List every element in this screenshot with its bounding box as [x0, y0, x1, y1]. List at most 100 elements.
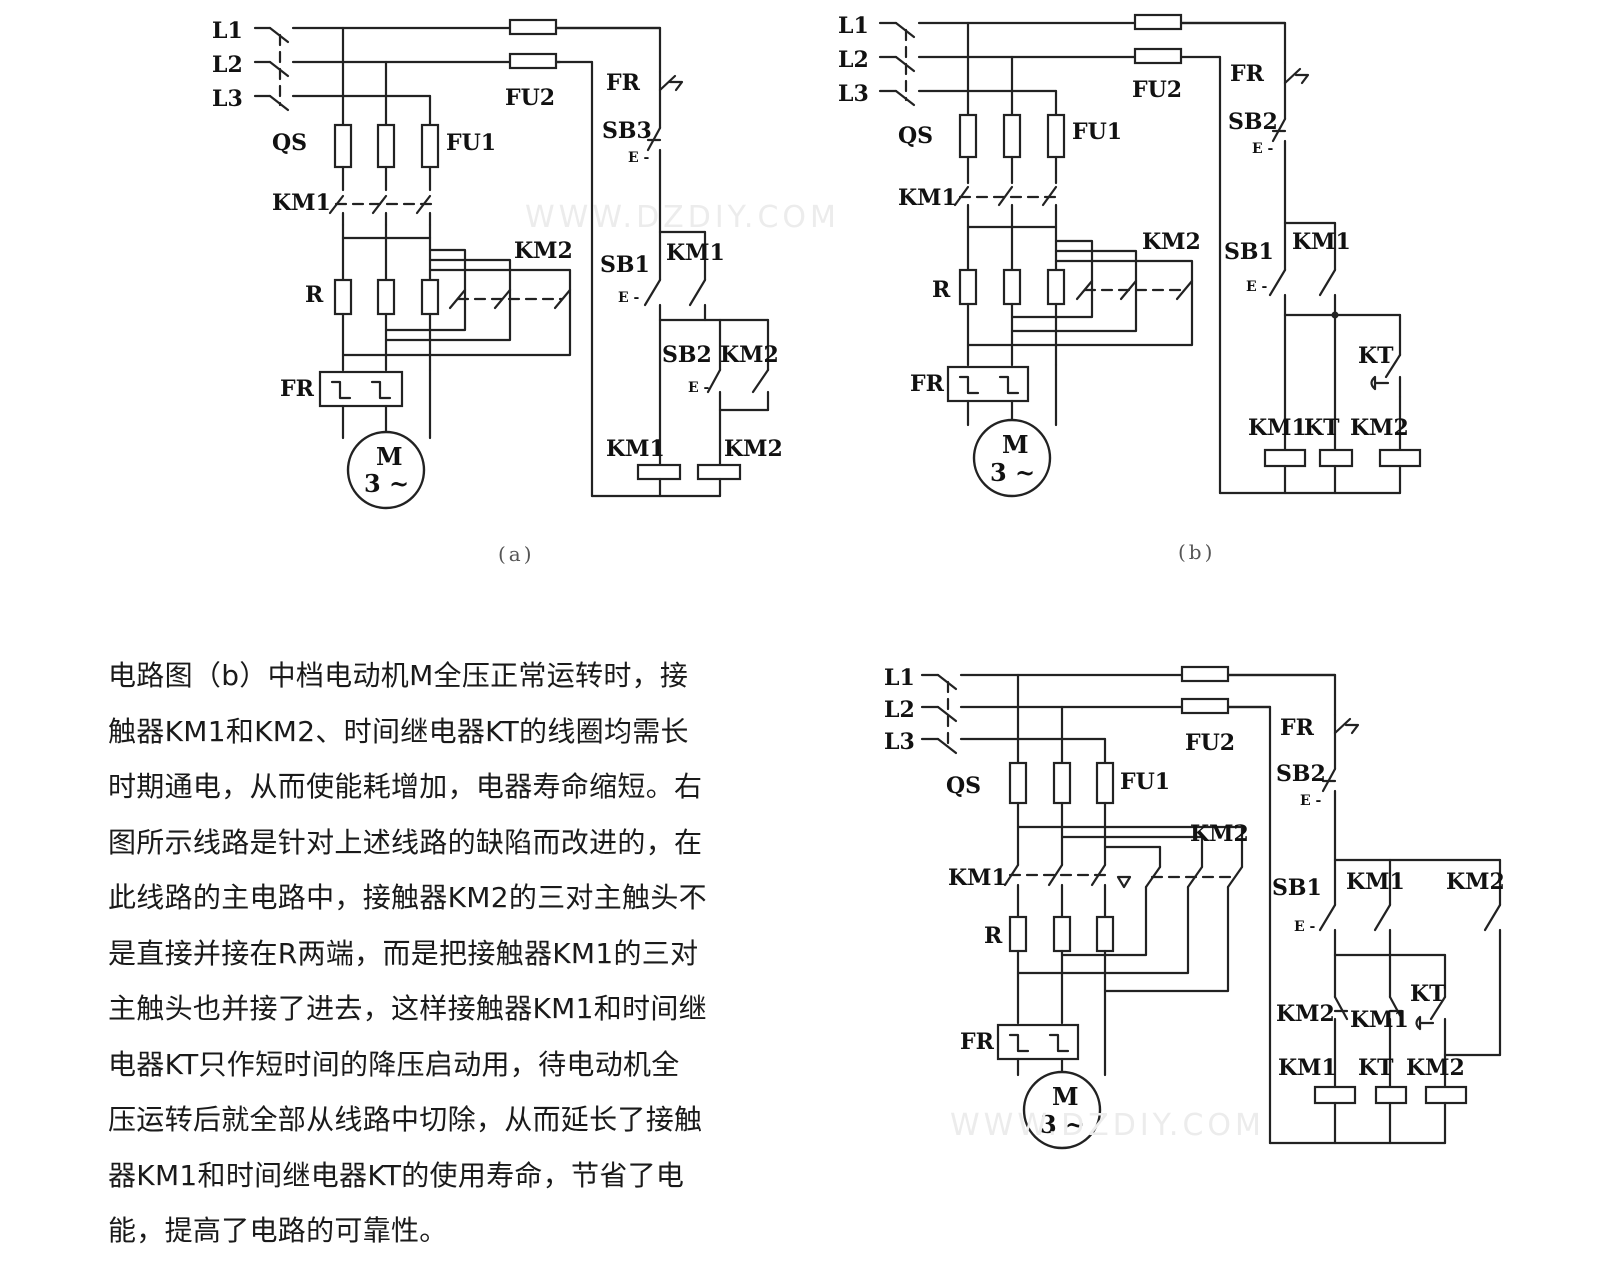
label-fr-ctrl: FR	[1230, 61, 1265, 87]
km2-main-contacts	[341, 248, 572, 357]
label-kt-contact: KT	[1358, 343, 1394, 369]
label-km1-nc: KM1	[1350, 1007, 1409, 1033]
label-km1-main: KM1	[898, 185, 957, 211]
motor-m	[1022, 1070, 1102, 1150]
label-sb1: SB1	[600, 252, 650, 278]
paragraph-line: 图所示线路是针对上述线路的缺陷而改进的，在	[108, 825, 703, 859]
label-fr-main: FR	[960, 1029, 995, 1055]
paragraph-line: 是直接并接在R两端，而是把接触器KM1的三对	[108, 936, 699, 970]
label-e1: E -	[1300, 793, 1322, 809]
control-circuit	[590, 26, 770, 498]
label-sb1: SB1	[1224, 239, 1274, 265]
label-km1-coil: KM1	[606, 436, 665, 462]
paragraph-line: 主触头也并接了进去，这样接触器KM1和时间继	[108, 992, 707, 1025]
label-sb3: SB3	[602, 118, 652, 144]
phase-wires	[341, 26, 432, 127]
thermal-relay-fr	[318, 368, 432, 440]
label-fu1: FU1	[446, 130, 496, 156]
label-fr-ctrl: FR	[1280, 715, 1315, 741]
km1-main-contacts	[1003, 863, 1132, 919]
control-circuit	[1218, 21, 1422, 495]
label-e2: E -	[618, 290, 640, 306]
label-l2: L2	[212, 52, 243, 78]
paragraph-line: 器KM1和时间继电器KT的使用寿命，节省了电	[108, 1158, 685, 1192]
label-km1-coil: KM1	[1278, 1055, 1337, 1081]
label-l2: L2	[884, 697, 915, 723]
thermal-relay-fr	[946, 363, 1058, 427]
resistors-r	[958, 225, 1066, 367]
label-km1-aux: KM1	[666, 240, 725, 266]
label-motor-m: M	[376, 442, 403, 471]
fuse-fu1	[958, 113, 1066, 185]
thermal-relay-fr	[996, 1023, 1080, 1077]
km1-main-contacts	[328, 194, 437, 240]
label-fr-ctrl: FR	[606, 70, 641, 96]
resistors-r	[333, 236, 440, 372]
paragraph-line: 压运转后就全部从线路中切除，从而延长了接触	[108, 1103, 703, 1136]
label-r: R	[305, 282, 324, 308]
label-kt-coil: KT	[1304, 415, 1340, 441]
label-qs: QS	[272, 130, 307, 156]
label-km2-coil: KM2	[1350, 415, 1409, 441]
caption-a: (a)	[498, 542, 535, 566]
label-sb2: SB2	[662, 342, 712, 368]
fuse-fu2	[1180, 665, 1230, 715]
paragraph-line: 时期通电，从而使能耗增加，电器寿命缩短。右	[108, 770, 703, 803]
fuse-fu1	[333, 123, 440, 192]
label-l1: L1	[838, 13, 869, 39]
fuse-fu2	[1133, 13, 1287, 65]
label-motor-3: 3 ~	[1040, 1110, 1085, 1139]
caption-b: (b)	[1178, 540, 1216, 564]
label-km1-aux: KM1	[1346, 869, 1405, 895]
fuse-fu1	[1008, 761, 1115, 867]
supply-lines	[920, 673, 1337, 755]
label-e1: E -	[1252, 141, 1274, 157]
label-r: R	[932, 277, 951, 303]
circuit-diagram-a: L1 L2 L3 QS FU1 FU2 KM1 R KM2 FR M 3 ~ F…	[212, 18, 783, 510]
label-sb1: SB1	[1272, 875, 1322, 901]
motor-m	[972, 418, 1052, 498]
label-km1-aux: KM1	[1292, 229, 1351, 255]
label-km2-aux: KM2	[1446, 869, 1505, 895]
label-e2: E -	[1294, 919, 1316, 935]
label-fu2: FU2	[1132, 77, 1182, 103]
label-fu2: FU2	[505, 85, 555, 111]
label-motor-m: M	[1052, 1082, 1079, 1111]
label-fr-main: FR	[910, 371, 945, 397]
label-e1: E -	[628, 150, 650, 166]
label-km2-coil: KM2	[724, 436, 783, 462]
label-km1-main: KM1	[272, 190, 331, 216]
watermark: WWW.DZDIY.COM	[950, 1108, 1265, 1143]
label-sb2: SB2	[1276, 761, 1326, 787]
label-r: R	[984, 923, 1003, 949]
label-l3: L3	[212, 86, 243, 112]
label-km2-main: KM2	[1190, 821, 1249, 847]
supply-lines	[253, 26, 662, 112]
fuse-fu2	[508, 18, 662, 70]
label-fu2: FU2	[1185, 730, 1235, 756]
km2-main-contacts	[966, 239, 1194, 347]
label-l3: L3	[838, 81, 869, 107]
label-km2-main: KM2	[1142, 229, 1201, 255]
label-kt-contact: KT	[1410, 981, 1446, 1007]
resistors-r	[1008, 915, 1115, 1077]
label-motor-3: 3 ~	[364, 469, 409, 498]
circuit-diagram-b: L1 L2 L3 QS FU1 FU2 KM1 R KM2 FR M 3 ~ F…	[838, 13, 1422, 498]
label-qs: QS	[946, 773, 981, 799]
label-motor-m: M	[1002, 430, 1029, 459]
label-l3: L3	[884, 729, 915, 755]
km1-main-contacts	[953, 185, 1064, 229]
explanation-paragraph: 电路图（b）中档电动机M全压正常运转时，接 触器KM1和KM2、时间继电器KT的…	[108, 648, 838, 1259]
label-l1: L1	[212, 18, 243, 44]
circuit-diagram-c: L1 L2 L3 QS FU1 FU2 KM2 KM1 R FR M 3 ~ F…	[884, 665, 1505, 1150]
watermark: WWW.DZDIY.COM	[525, 200, 840, 235]
phase-wires	[1016, 673, 1107, 765]
paragraph-line: 触器KM1和KM2、时间继电器KT的线圈均需长	[108, 714, 689, 748]
label-km2-nc: KM2	[1276, 1001, 1335, 1027]
paragraph-line: 电器KT只作短时间的降压启动用，待电动机全	[108, 1047, 680, 1081]
label-km2-coil: KM2	[1406, 1055, 1465, 1081]
km2-main-contacts	[1016, 825, 1244, 993]
paragraph-line: 能，提高了电路的可靠性。	[108, 1214, 448, 1247]
label-fr-main: FR	[280, 376, 315, 402]
paragraph-line: 此线路的主电路中，接触器KM2的三对主触头不	[108, 881, 707, 914]
